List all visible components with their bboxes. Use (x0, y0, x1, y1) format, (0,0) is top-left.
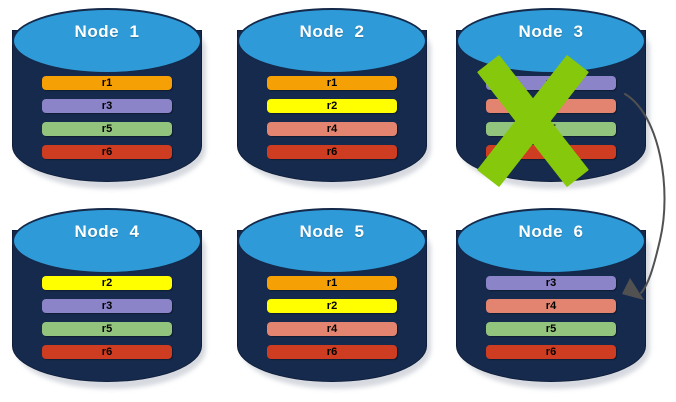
node-label: Node 1 (74, 22, 140, 41)
record-bar[interactable]: r6 (486, 145, 616, 159)
record-list: r2 r3 r5 r6 (42, 276, 172, 368)
node-card-node-4[interactable]: Node 4 r2 r3 r5 r6 (12, 208, 206, 389)
record-list: r3 r4 r5 r6 (486, 276, 616, 368)
record-bar[interactable]: r1 (267, 276, 397, 290)
cylinder-top (456, 208, 646, 274)
cylinder-top (237, 8, 427, 74)
record-list: r3 r4 r5 r6 (486, 76, 616, 168)
record-bar[interactable]: r2 (267, 99, 397, 113)
node-label: Node 6 (518, 222, 584, 241)
record-bar[interactable]: r3 (42, 99, 172, 113)
record-bar[interactable]: r4 (267, 322, 397, 336)
node-card-node-6[interactable]: Node 6 r3 r4 r5 r6 (456, 208, 650, 389)
record-list: r1 r3 r5 r6 (42, 76, 172, 168)
record-list: r1 r2 r4 r6 (267, 76, 397, 168)
record-bar[interactable]: r3 (486, 276, 616, 290)
record-bar[interactable]: r3 (486, 76, 616, 90)
record-list: r1 r2 r4 r6 (267, 276, 397, 368)
cylinder-top (12, 208, 202, 274)
node-card-node-3[interactable]: Node 3 r3 r4 r5 r6 (456, 8, 650, 189)
node-label: Node 3 (518, 22, 584, 41)
record-bar[interactable]: r4 (486, 299, 616, 313)
record-bar[interactable]: r3 (42, 299, 172, 313)
record-bar[interactable]: r5 (42, 322, 172, 336)
record-bar[interactable]: r6 (267, 145, 397, 159)
cylinder-top (12, 8, 202, 74)
record-bar[interactable]: r4 (267, 122, 397, 136)
node-label: Node 4 (74, 222, 140, 241)
record-bar[interactable]: r2 (267, 299, 397, 313)
record-bar[interactable]: r2 (42, 276, 172, 290)
record-bar[interactable]: r6 (486, 345, 616, 359)
cylinder-top (237, 208, 427, 274)
node-card-node-2[interactable]: Node 2 r1 r2 r4 r6 (237, 8, 431, 189)
record-bar[interactable]: r5 (486, 122, 616, 136)
record-bar[interactable]: r1 (267, 76, 397, 90)
record-bar[interactable]: r4 (486, 99, 616, 113)
record-bar[interactable]: r1 (42, 76, 172, 90)
record-bar[interactable]: r6 (42, 145, 172, 159)
record-bar[interactable]: r6 (42, 345, 172, 359)
record-bar[interactable]: r6 (267, 345, 397, 359)
node-label: Node 5 (299, 222, 365, 241)
node-label: Node 2 (299, 22, 365, 41)
node-card-node-1[interactable]: Node 1 r1 r3 r5 r6 (12, 8, 206, 189)
node-card-node-5[interactable]: Node 5 r1 r2 r4 r6 (237, 208, 431, 389)
record-bar[interactable]: r5 (42, 122, 172, 136)
record-bar[interactable]: r5 (486, 322, 616, 336)
